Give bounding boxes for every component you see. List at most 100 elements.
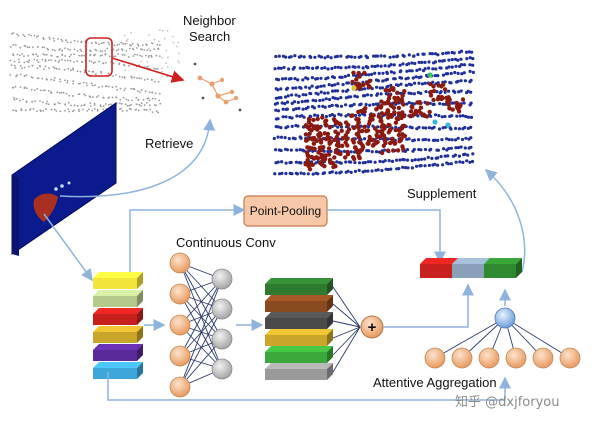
dense-point	[447, 89, 451, 93]
raw-point	[77, 108, 80, 111]
raw-point	[115, 96, 118, 99]
dense-point	[353, 55, 357, 59]
dense-point	[365, 80, 370, 86]
dense-point	[432, 125, 436, 129]
dense-point	[415, 100, 420, 105]
dense-point	[324, 136, 329, 142]
dense-point	[356, 154, 361, 159]
search-region-box	[85, 37, 113, 77]
raw-point	[34, 100, 36, 103]
raw-point	[61, 49, 63, 52]
raw-point	[95, 49, 98, 52]
dense-point	[441, 73, 446, 77]
raw-point	[72, 82, 75, 85]
dense-point	[407, 137, 411, 141]
raw-point	[43, 46, 46, 49]
dense-point	[319, 162, 325, 167]
dense-point	[379, 92, 383, 96]
dense-point	[392, 95, 397, 101]
dense-point	[408, 114, 413, 119]
raw-point	[121, 48, 123, 51]
dense-point	[344, 160, 348, 164]
dense-point	[381, 79, 385, 83]
raw-point	[37, 61, 40, 63]
raw-point	[20, 109, 23, 112]
raw-point	[57, 55, 59, 58]
raw-point	[161, 70, 164, 73]
dense-point	[446, 162, 450, 166]
raw-point	[83, 69, 86, 72]
raw-point	[16, 33, 19, 36]
dense-point	[350, 79, 355, 85]
raw-point	[36, 59, 38, 62]
raw-point	[60, 38, 63, 41]
raw-point	[28, 33, 30, 36]
dense-point	[466, 153, 470, 157]
dense-point	[367, 149, 371, 153]
dense-point	[344, 136, 349, 142]
dense-point	[295, 114, 299, 118]
dense-point	[400, 144, 405, 149]
dense-point	[423, 137, 428, 142]
dense-point	[281, 115, 285, 119]
sum-edge	[332, 286, 361, 328]
dense-point	[393, 77, 397, 81]
dense-point	[276, 135, 280, 139]
raw-point	[132, 48, 135, 51]
raw-point	[78, 110, 80, 112]
raw-point	[44, 60, 47, 63]
dense-point	[341, 82, 345, 87]
raw-point	[123, 64, 126, 67]
dense-point	[370, 72, 374, 76]
dense-point	[378, 118, 383, 124]
raw-point	[102, 105, 105, 107]
dense-point	[421, 138, 425, 142]
raw-point	[162, 30, 164, 32]
dense-point	[443, 114, 447, 119]
raw-point	[90, 82, 93, 85]
dense-point	[442, 147, 446, 151]
dense-point	[420, 82, 425, 86]
raw-point	[19, 86, 22, 88]
dense-point	[311, 141, 317, 146]
raw-point	[30, 88, 33, 91]
raw-point	[146, 66, 149, 68]
dense-point	[462, 71, 466, 75]
dense-point	[402, 54, 406, 58]
dense-point	[471, 70, 475, 74]
raw-point	[53, 40, 56, 42]
output-feature-bar	[265, 295, 333, 312]
dense-point	[285, 100, 290, 104]
dense-point	[412, 147, 416, 152]
raw-point	[50, 78, 52, 81]
dense-point	[315, 116, 320, 122]
dense-point	[397, 167, 401, 171]
dense-point	[432, 119, 438, 125]
raw-point	[14, 109, 17, 112]
neighbor-search-label-line1: Neighbor	[183, 13, 236, 28]
raw-point	[136, 43, 139, 45]
attention-input-node	[424, 347, 446, 369]
dense-point	[343, 74, 347, 79]
dense-point	[303, 99, 307, 103]
raw-point	[23, 66, 26, 69]
dense-point	[373, 64, 377, 69]
raw-point	[39, 65, 41, 68]
dense-point	[412, 54, 416, 58]
raw-point	[42, 37, 45, 39]
dense-point	[316, 85, 320, 89]
raw-point	[110, 103, 112, 106]
dense-point	[380, 168, 384, 173]
dense-point	[441, 126, 445, 130]
dense-point	[447, 138, 451, 142]
conv-output-node	[211, 268, 233, 290]
dense-point	[434, 67, 438, 71]
dense-point	[279, 126, 283, 130]
raw-point	[24, 45, 27, 47]
dense-point	[314, 138, 319, 143]
dense-point	[330, 83, 334, 88]
dense-point	[399, 82, 403, 86]
dense-point	[416, 52, 420, 57]
dense-point	[307, 162, 312, 167]
raw-point	[73, 61, 75, 63]
